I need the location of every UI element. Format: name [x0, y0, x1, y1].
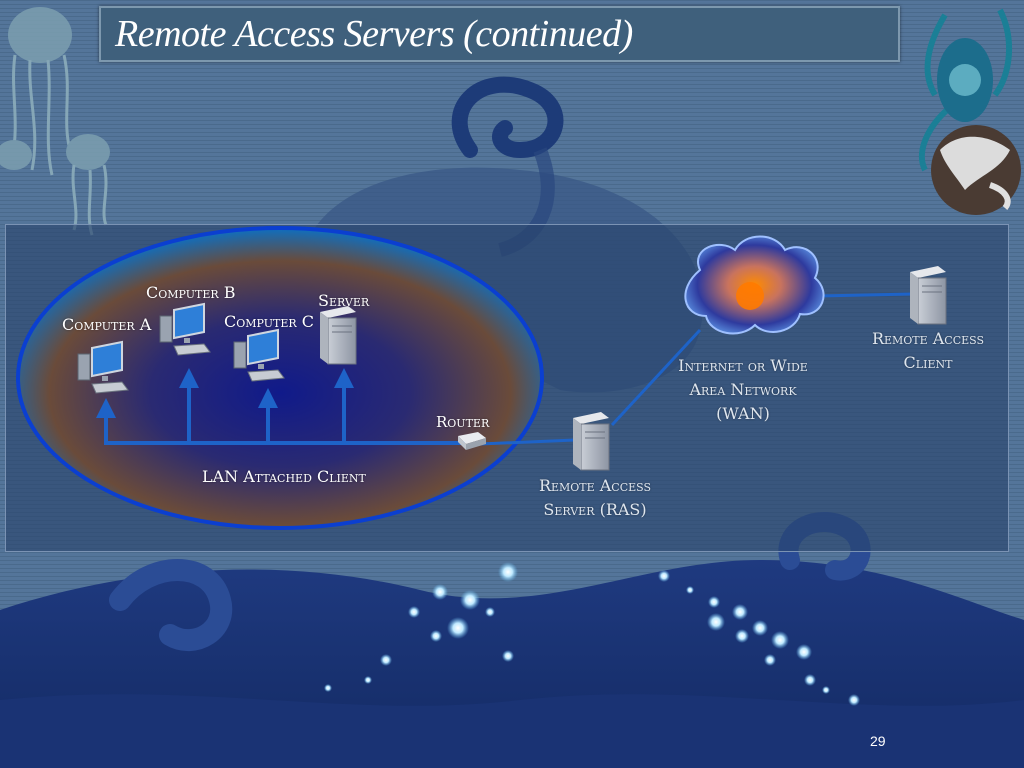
router-icon: [458, 432, 486, 450]
ras-label-line-2: Server (RAS): [543, 500, 647, 519]
server-label: Server: [318, 291, 370, 310]
slide-title: Remote Access Servers (continued): [115, 13, 633, 55]
wan-label-line-1: Internet or Wide: [678, 356, 808, 375]
router-label: Router: [436, 413, 490, 431]
computer-b-label: Computer B: [146, 283, 236, 302]
title-bar: Remote Access Servers (continued): [99, 6, 900, 62]
remote-client-label-line-1: Remote Access: [871, 329, 985, 348]
remote-client-label-line-2: Client: [903, 353, 953, 372]
wan-label-line-3: (WAN): [716, 404, 770, 423]
ras-label-line-1: Remote Access: [538, 476, 652, 495]
page-number: 29: [870, 733, 886, 749]
computer-c-label: Computer C: [224, 312, 314, 331]
computer-a-label: Computer A: [62, 315, 152, 334]
wan-cloud-icon: [684, 235, 825, 335]
remote-client-label: Remote Access Client: [866, 327, 990, 375]
lan-caption: LAN Attached Client: [202, 467, 366, 486]
ras-label: Remote Access Server (RAS): [533, 474, 657, 522]
ras-server-icon: [572, 411, 610, 471]
wan-label-line-2: Area Network: [689, 380, 797, 399]
remote-client-icon: [909, 265, 947, 325]
wan-label: Internet or Wide Area Network (WAN): [676, 354, 810, 426]
